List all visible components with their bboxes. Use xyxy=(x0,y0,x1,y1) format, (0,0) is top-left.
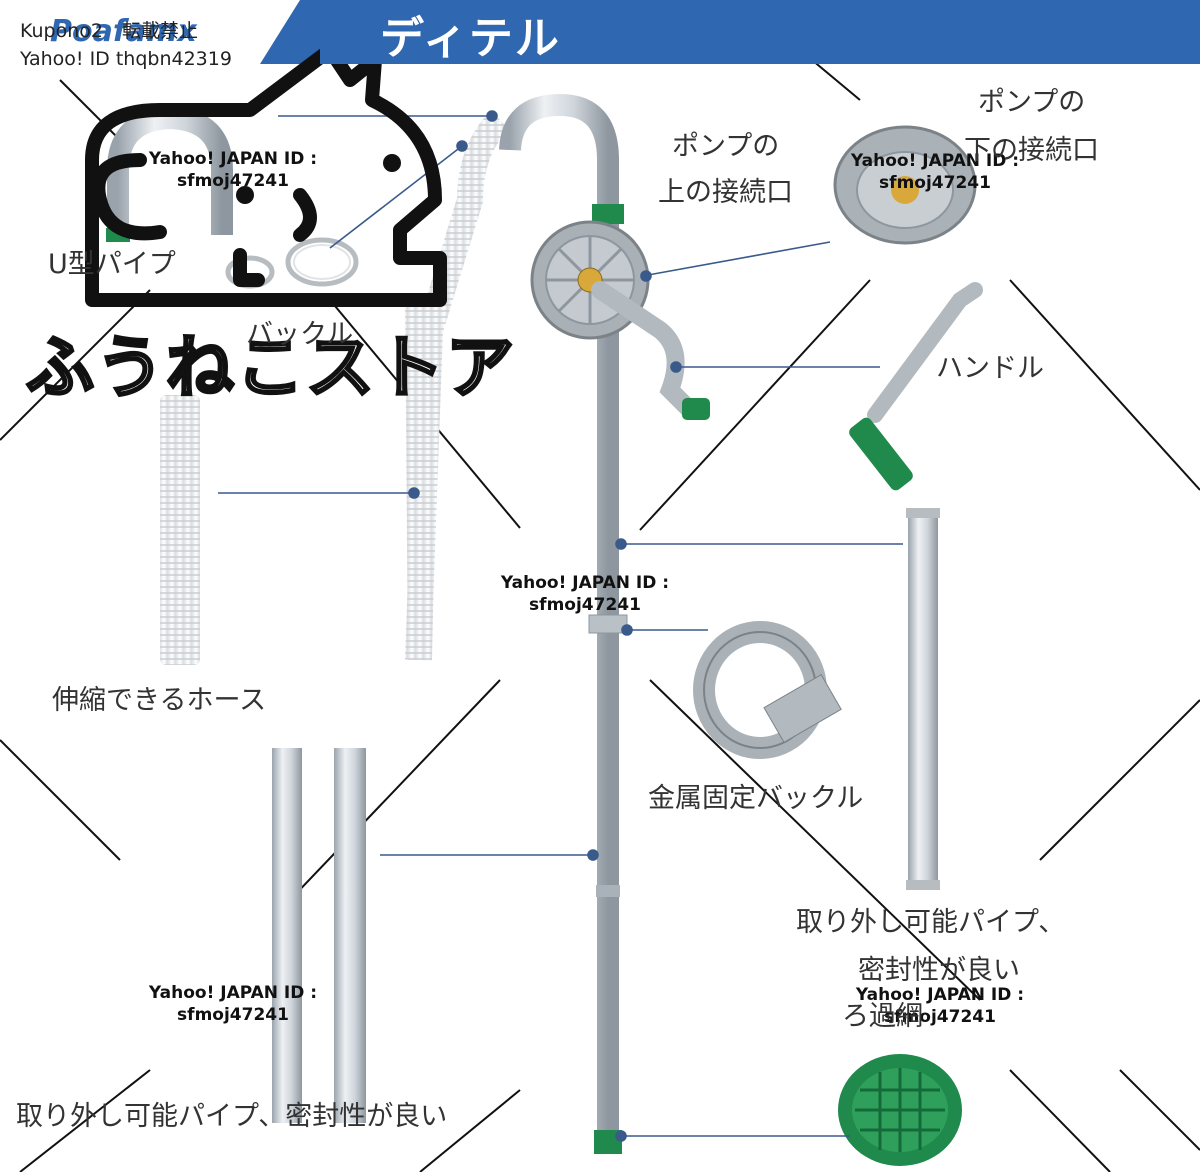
label-filter: ろ過網 xyxy=(842,1001,923,1032)
crank-handle-icon xyxy=(849,282,983,491)
label-upper-connector-2: 上の接続口 xyxy=(658,177,793,208)
label-u-pipe: U型パイプ xyxy=(48,249,176,280)
cat-mascot-icon xyxy=(85,43,447,307)
label-removable-pipe-right: 取り外し可能パイプ、 xyxy=(796,907,1066,938)
watermark-id: Yahoo! JAPAN ID :sfmoj47241 xyxy=(500,573,670,615)
label-upper-connector: ポンプの xyxy=(672,131,780,162)
watermark-id: Yahoo! JAPAN ID :sfmoj47241 xyxy=(148,983,318,1025)
watermark-id: Yahoo! JAPAN ID :sfmoj47241 xyxy=(850,151,1020,193)
brand-logo: Poafamx xyxy=(50,14,197,49)
clamp-ring-icon xyxy=(693,621,842,759)
label-lower-connector-2: 下の接続口 xyxy=(964,135,1099,166)
page-title: ディテル xyxy=(380,13,561,64)
watermark-line-2: Yahoo! ID thqbn42319 xyxy=(20,48,232,70)
watermark-id: Yahoo! JAPAN ID :sfmoj47241 xyxy=(148,149,318,191)
label-lower-connector: ポンプの xyxy=(978,87,1086,118)
rotary-pump-icon xyxy=(530,220,710,420)
leader-lines xyxy=(218,110,903,1142)
header-bar xyxy=(320,0,1200,64)
label-handle: ハンドル xyxy=(936,353,1044,384)
label-metal-buckle: 金属固定バックル xyxy=(648,783,864,814)
filter-mesh-icon xyxy=(838,1054,962,1166)
watermark-id: Yahoo! JAPAN ID :sfmoj47241 xyxy=(855,985,1025,1027)
store-watermark: ふうねこストア xyxy=(24,328,517,410)
label-removable-pipe-right-2: 密封性が良い xyxy=(858,955,1020,986)
label-removable-pipe-bottom: 取り外し可能パイプ、密封性が良い xyxy=(16,1101,448,1132)
label-hose: 伸縮できるホース xyxy=(52,685,267,716)
watermark-line-1: Kupono2 転載禁止 xyxy=(20,20,198,42)
lower-connector-icon xyxy=(833,125,977,245)
label-buckle: バックル xyxy=(246,319,354,350)
